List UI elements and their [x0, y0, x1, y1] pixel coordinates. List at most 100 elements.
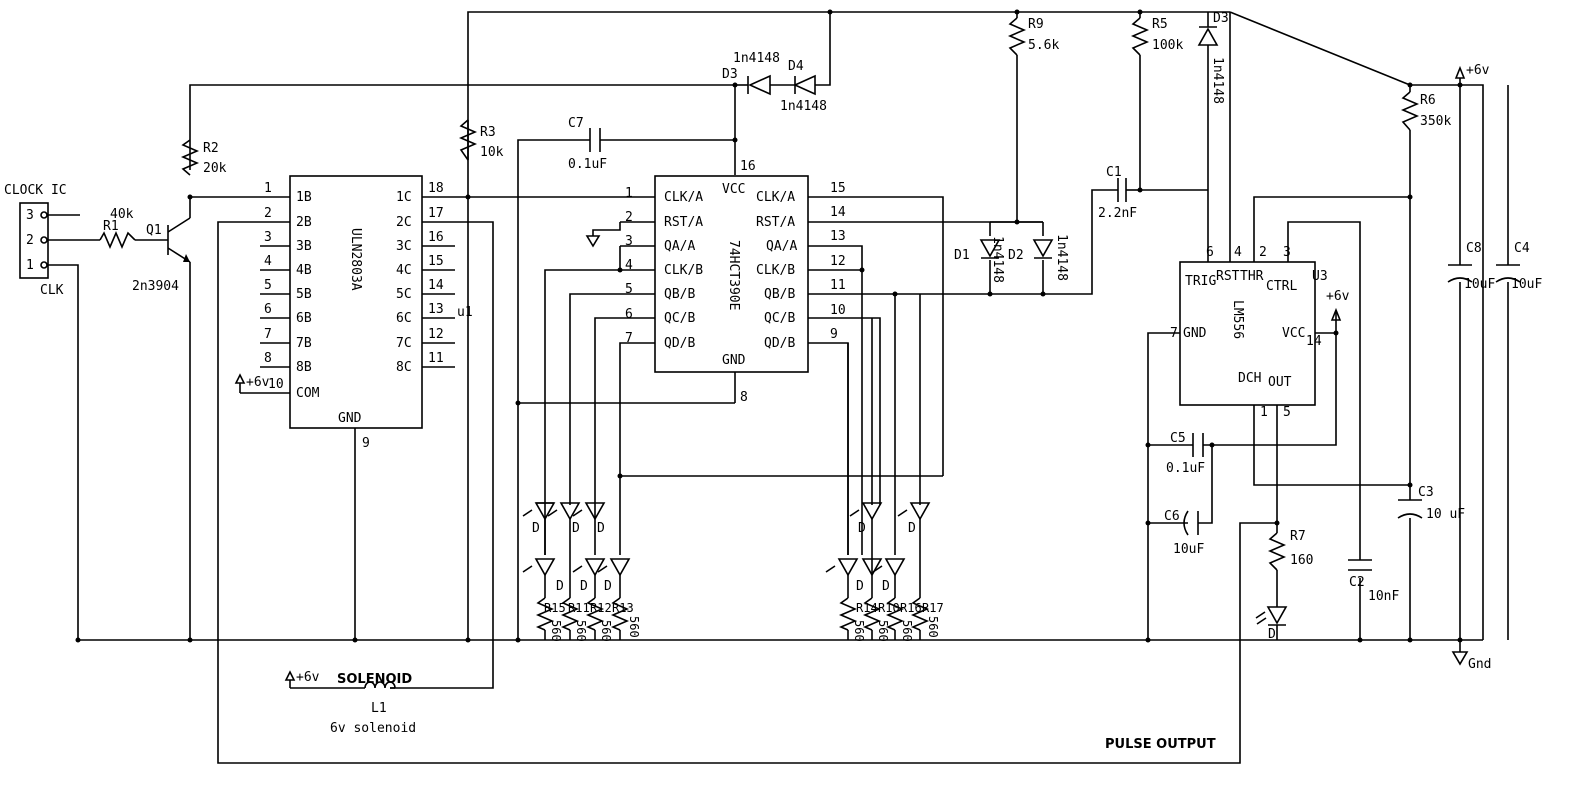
svg-text:1B: 1B — [296, 190, 312, 205]
svg-text:15: 15 — [428, 254, 444, 269]
svg-text:R9: R9 — [1028, 17, 1044, 32]
svg-text:10: 10 — [268, 377, 284, 392]
svg-text:QD/B: QD/B — [764, 336, 795, 351]
svg-text:3: 3 — [1283, 245, 1291, 260]
svg-text:3C: 3C — [396, 239, 412, 254]
svg-text:R16: R16 — [900, 601, 922, 615]
svg-text:R3: R3 — [480, 125, 496, 140]
svg-text:4: 4 — [264, 254, 272, 269]
diode-d3-right: D3 1n4148 — [1197, 11, 1229, 104]
svg-text:D: D — [856, 579, 864, 594]
svg-text:R12: R12 — [590, 601, 612, 615]
svg-text:560: 560 — [852, 620, 866, 642]
svg-text:15: 15 — [830, 181, 846, 196]
svg-text:CLK/B: CLK/B — [756, 263, 795, 278]
capacitor-c2: C2 10nF — [1348, 559, 1399, 604]
svg-text:6: 6 — [264, 302, 272, 317]
svg-text:TRIG: TRIG — [1185, 274, 1216, 289]
svg-text:1: 1 — [264, 181, 272, 196]
ic-74hct390e: 74HCT390E VCC 16 GND 8 — [654, 159, 809, 405]
svg-text:C2: C2 — [1349, 575, 1365, 590]
svg-text:4B: 4B — [296, 263, 312, 278]
svg-text:2B: 2B — [296, 215, 312, 230]
svg-text:QC/B: QC/B — [664, 311, 695, 326]
svg-text:D: D — [597, 521, 605, 536]
svg-text:1C: 1C — [396, 190, 412, 205]
svg-text:R17: R17 — [922, 601, 944, 615]
svg-text:GND: GND — [1183, 326, 1207, 341]
resistors-left: R15 R11 R12 R13 560 560 560 560 — [535, 597, 641, 642]
svg-text:2: 2 — [625, 210, 633, 225]
svg-text:560: 560 — [926, 616, 940, 638]
capacitor-c8: C8 10uF — [1447, 241, 1495, 292]
svg-text:40k: 40k — [110, 207, 134, 222]
svg-text:2C: 2C — [396, 215, 412, 230]
capacitor-c6: C6 10uF — [1164, 509, 1204, 557]
led-9: D — [825, 558, 864, 594]
diode-d2: D2 1n4148 — [1008, 234, 1069, 281]
svg-text:560: 560 — [900, 620, 914, 642]
svg-text:0.1uF: 0.1uF — [1166, 461, 1205, 476]
svg-text:D: D — [532, 521, 540, 536]
svg-text:CLK/B: CLK/B — [664, 263, 703, 278]
junctions — [75, 9, 1463, 643]
svg-text:2: 2 — [264, 206, 272, 221]
svg-text:1: 1 — [1260, 405, 1268, 420]
svg-text:CLK/A: CLK/A — [664, 190, 703, 205]
svg-text:+6v: +6v — [246, 375, 270, 390]
svg-text:9: 9 — [362, 436, 370, 451]
svg-text:RST/A: RST/A — [756, 215, 795, 230]
svg-text:6v solenoid: 6v solenoid — [330, 721, 416, 736]
svg-text:D: D — [1268, 627, 1276, 642]
svg-text:14: 14 — [1306, 334, 1322, 349]
svg-text:C5: C5 — [1170, 431, 1186, 446]
svg-text:R13: R13 — [612, 601, 634, 615]
svg-text:560: 560 — [549, 620, 563, 642]
svg-text:3B: 3B — [296, 239, 312, 254]
svg-text:5C: 5C — [396, 287, 412, 302]
svg-text:R5: R5 — [1152, 17, 1168, 32]
svg-text:L1: L1 — [371, 701, 387, 716]
svg-text:4: 4 — [625, 258, 633, 273]
pulse-output-label: PULSE OUTPUT — [1105, 737, 1216, 752]
svg-text:10nF: 10nF — [1368, 589, 1399, 604]
clock-ic: CLOCK IC 3 2 1 CLK — [4, 183, 67, 298]
capacitor-c1: C1 2.2nF — [1098, 165, 1137, 221]
clock-pin-1: 1 — [26, 258, 34, 273]
svg-text:D: D — [882, 579, 890, 594]
svg-text:560: 560 — [876, 620, 890, 642]
svg-text:2: 2 — [1259, 245, 1267, 260]
svg-text:14: 14 — [428, 278, 444, 293]
resistor-r7: R7 160 — [1267, 529, 1313, 571]
clock-ic-label: CLK — [40, 283, 64, 298]
svg-text:10 uF: 10 uF — [1426, 507, 1465, 522]
svg-text:D4: D4 — [788, 59, 804, 74]
svg-text:8: 8 — [264, 351, 272, 366]
led-3: D — [572, 502, 606, 536]
svg-text:160: 160 — [1290, 553, 1313, 568]
svg-text:R14: R14 — [856, 601, 878, 615]
svg-text:R11: R11 — [568, 601, 590, 615]
supply-uln-com: +6v — [234, 373, 270, 393]
svg-text:0.1uF: 0.1uF — [568, 157, 607, 172]
svg-text:10k: 10k — [480, 145, 504, 160]
ground-symbol-right: Gnd — [1451, 651, 1491, 672]
led-6: D — [597, 558, 631, 594]
led-8: D — [897, 502, 931, 536]
lm556-name: LM556 — [1230, 300, 1245, 339]
resistor-r3: R3 10k — [458, 119, 504, 161]
svg-text:D: D — [858, 521, 866, 536]
svg-text:10: 10 — [830, 303, 846, 318]
diode-d3-top: D3 1n4148 — [722, 51, 780, 96]
svg-text:9: 9 — [830, 327, 838, 342]
svg-text:1n4148: 1n4148 — [990, 236, 1005, 283]
svg-text:+6v: +6v — [1466, 63, 1490, 78]
svg-text:C7: C7 — [568, 116, 584, 131]
svg-text:7: 7 — [1170, 326, 1178, 341]
svg-text:6: 6 — [1206, 245, 1214, 260]
svg-text:2n3904: 2n3904 — [132, 279, 179, 294]
svg-text:u1: u1 — [457, 305, 473, 320]
